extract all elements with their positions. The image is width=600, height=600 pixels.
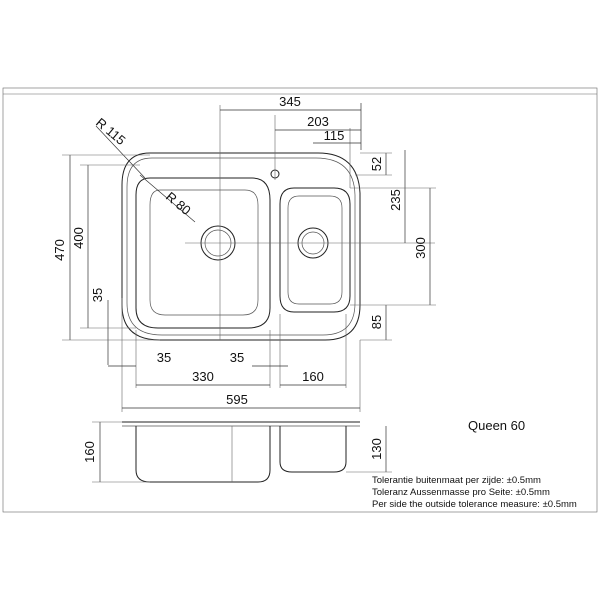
dim-300: 300: [413, 237, 428, 259]
sink-inner-rim: [126, 157, 356, 336]
dim-345: 345: [279, 94, 301, 109]
dim-235: 235: [388, 189, 403, 211]
leader-r80: [139, 174, 196, 223]
dim-470: 470: [52, 239, 67, 261]
dim-35-left: 35: [90, 288, 105, 302]
dim-depth-130: 130: [369, 438, 384, 460]
dim-400: 400: [71, 227, 86, 249]
dim-330: 330: [192, 369, 214, 384]
dim-52: 52: [369, 157, 384, 171]
leader-r115: [95, 125, 146, 179]
side-large-bowl: [135, 426, 271, 483]
dim-r115: R 115: [93, 115, 128, 148]
sink-outer-rim: [121, 152, 361, 341]
dim-203: 203: [307, 114, 329, 129]
large-bowl-inner: [149, 189, 259, 316]
drawing-frame: [2, 87, 598, 513]
small-bowl-outline: [279, 187, 351, 313]
large-bowl-outline: [135, 177, 271, 329]
dim-35-b: 35: [230, 350, 244, 365]
dim-595: 595: [226, 392, 248, 407]
tolerance-nl: Tolerantie buitenmaat per zijde: ±0.5mm: [372, 475, 541, 486]
small-bowl-inner: [287, 195, 343, 305]
dim-115: 115: [324, 128, 345, 143]
side-small-bowl: [279, 426, 347, 473]
dim-35-a: 35: [157, 350, 171, 365]
dim-depth-160: 160: [82, 441, 97, 463]
tolerance-de: Toleranz Aussenmasse pro Seite: ±0.5mm: [372, 487, 550, 498]
dim-160: 160: [302, 369, 324, 384]
dim-r80: R 80: [163, 189, 194, 218]
product-title: Queen 60: [468, 418, 525, 433]
dim-85: 85: [369, 315, 384, 329]
tolerance-en: Per side the outside tolerance measure: …: [372, 499, 577, 510]
